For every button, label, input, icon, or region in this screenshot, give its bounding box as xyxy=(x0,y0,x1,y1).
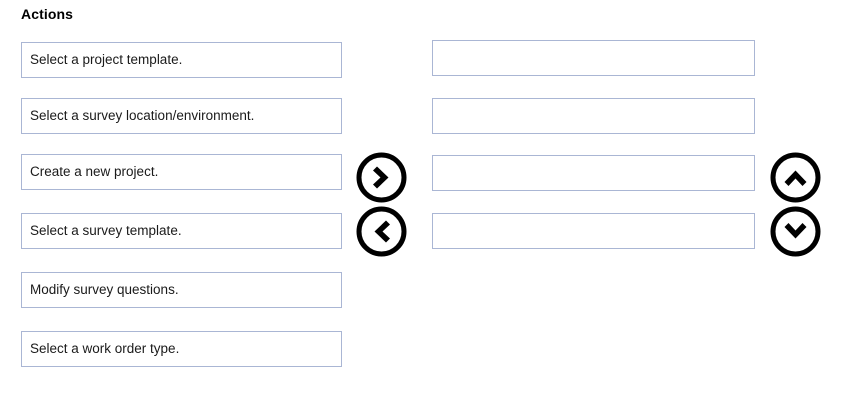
action-item[interactable]: Select a survey location/environment. xyxy=(21,98,342,134)
move-left-button[interactable] xyxy=(356,206,407,257)
order-slot[interactable] xyxy=(432,155,755,191)
action-item-label: Select a project template. xyxy=(30,53,183,67)
action-item[interactable]: Select a project template. xyxy=(21,42,342,78)
actions-column-header: Actions xyxy=(21,6,74,22)
move-up-button[interactable] xyxy=(770,152,821,203)
action-item[interactable]: Select a survey template. xyxy=(21,213,342,249)
chevron-right-icon xyxy=(356,152,407,203)
action-item[interactable]: Create a new project. xyxy=(21,154,342,190)
action-item-label: Create a new project. xyxy=(30,165,159,179)
order-slot[interactable] xyxy=(432,213,755,249)
move-right-button[interactable] xyxy=(356,152,407,203)
action-item-label: Select a survey template. xyxy=(30,224,182,238)
action-item[interactable]: Select a work order type. xyxy=(21,331,342,367)
order-slot[interactable] xyxy=(432,40,755,76)
action-item-label: Modify survey questions. xyxy=(30,283,179,297)
action-item-label: Select a work order type. xyxy=(30,342,180,356)
order-slot[interactable] xyxy=(432,98,755,134)
chevron-left-icon xyxy=(356,206,407,257)
action-item[interactable]: Modify survey questions. xyxy=(21,272,342,308)
action-item-label: Select a survey location/environment. xyxy=(30,109,255,123)
move-down-button[interactable] xyxy=(770,206,821,257)
chevron-down-icon xyxy=(770,206,821,257)
actions-panel: Actions Select a project template. Selec… xyxy=(0,0,420,404)
chevron-up-icon xyxy=(770,152,821,203)
